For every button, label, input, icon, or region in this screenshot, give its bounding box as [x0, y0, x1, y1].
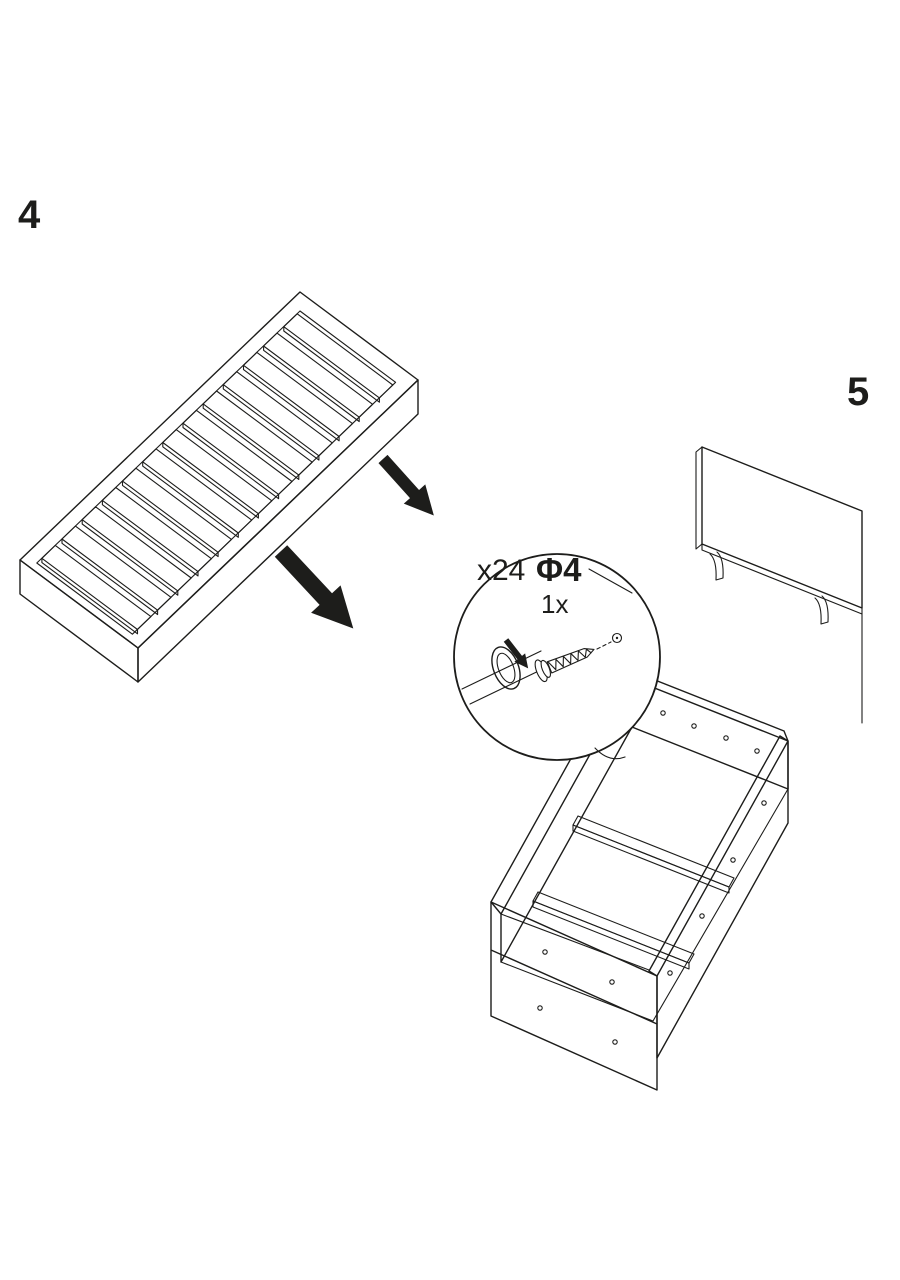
insert-direction-arrow-small [372, 449, 445, 526]
step-4-number: 4 [18, 193, 41, 237]
headboard-slot-right [814, 595, 829, 625]
screw-diameter-label: Φ4 [536, 551, 582, 588]
screw-holes [537, 710, 767, 1045]
pilot-hole-center [615, 636, 619, 640]
base-frame-inner [36, 310, 397, 635]
head-rail [621, 666, 789, 790]
headboard-left-edge [695, 446, 703, 550]
headboard-slot-left [709, 551, 724, 581]
slat [263, 332, 374, 423]
screw-detail-callout: x24 Φ4 1x [453, 551, 661, 761]
callout-leader-curve [594, 747, 626, 760]
step-4-illustration: 4 [18, 193, 445, 683]
slat [283, 313, 394, 403]
right-rail [648, 735, 789, 1059]
foot-rim-inner [500, 913, 650, 971]
insert-direction-arrow-large [266, 537, 369, 643]
step-5-number: 5 [847, 370, 869, 414]
slatted-base [19, 291, 419, 683]
footboard [490, 901, 658, 1091]
guide-dashed-line [596, 641, 612, 650]
screws-per-hole-label: 1x [541, 589, 568, 619]
cross-support-2 [532, 891, 695, 970]
screw-icon [534, 648, 595, 683]
magnifier-circle [453, 553, 661, 761]
callout-leader-line [588, 568, 633, 594]
cross-support-1 [572, 815, 735, 894]
panel-hole-icon [491, 646, 521, 690]
headboard [695, 446, 863, 724]
headboard-bottom-edge [701, 543, 863, 615]
step-5-illustration: 5 [453, 370, 869, 1091]
headboard-panel [701, 446, 863, 609]
base-side-face [137, 379, 419, 683]
panel-edge-lines [461, 650, 550, 705]
screw-count-label: x24 [477, 554, 525, 587]
